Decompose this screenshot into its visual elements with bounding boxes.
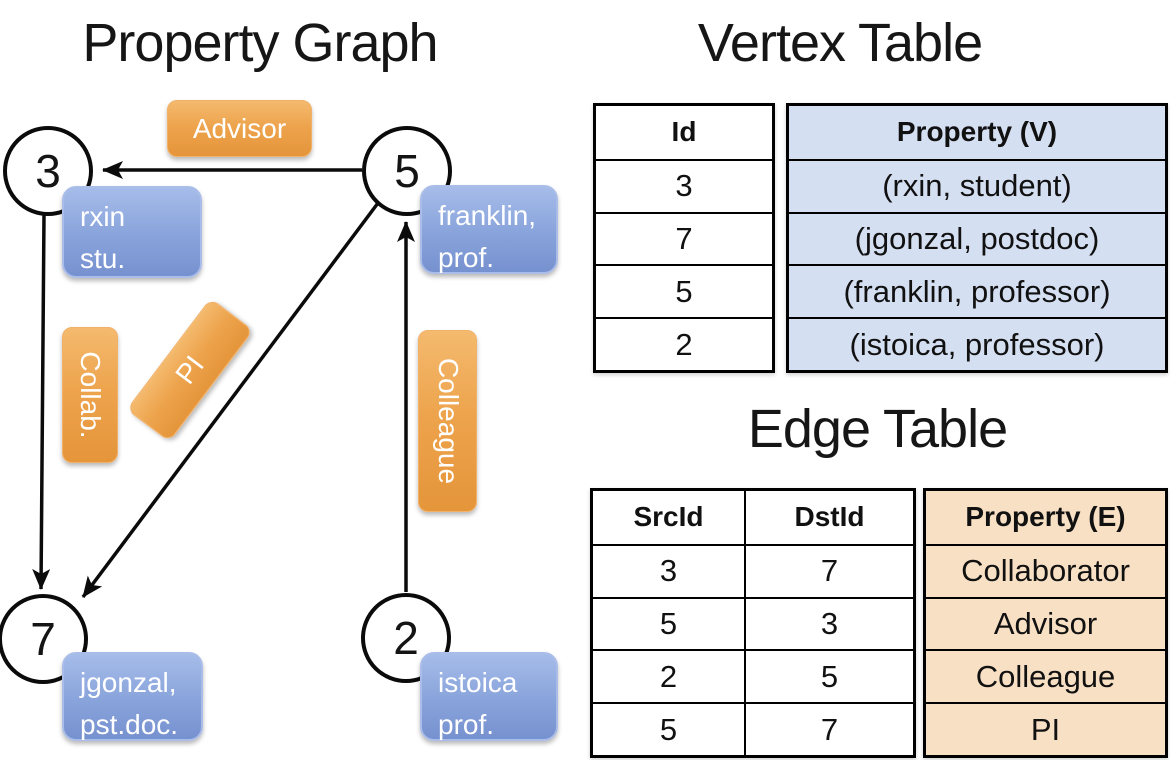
vertex-table-cell: 5 <box>596 264 772 317</box>
edge-table-header-dstid: DstId <box>744 491 913 544</box>
node-id-label: 5 <box>394 145 420 197</box>
vertex-property-box-rxin: rxin stu. <box>62 186 202 278</box>
edge-table-cell: Collaborator <box>926 543 1165 597</box>
edge-collab-3-to-7 <box>32 214 51 590</box>
vertex-table-cell: (franklin, professor) <box>789 264 1165 317</box>
vertex-property-line: rxin <box>80 201 126 232</box>
property-graph-title: Property Graph <box>82 13 438 73</box>
edge-label-text: Colleague <box>432 357 464 485</box>
edge-table-header-srcid: SrcId <box>633 501 704 533</box>
edge-table-cell: 5 <box>593 596 744 650</box>
edge-label-collab: Collab. <box>62 327 118 463</box>
edge-table-cell: 3 <box>593 543 744 597</box>
vertex-property-line: stu. <box>80 243 126 274</box>
vertex-property-line: franklin, <box>438 200 537 231</box>
edge-table-cell: PI <box>926 702 1165 755</box>
edge-table-src-dst-columns: SrcId DstId 3 7 5 3 2 5 5 7 <box>590 488 916 758</box>
vertex-table-header-property: Property (V) <box>896 116 1058 148</box>
graph-edges <box>32 161 415 599</box>
node-id-label: 7 <box>30 613 56 665</box>
edge-table-property-column: Property (E) Collaborator Advisor Collea… <box>923 488 1168 758</box>
edge-table-cell: Advisor <box>926 596 1165 650</box>
vertex-table-cell: (jgonzal, postdoc) <box>789 211 1165 265</box>
vertex-table-cell: 7 <box>596 211 772 265</box>
vertex-property-line: pst.doc. <box>80 709 179 740</box>
edge-label-text: Collab. <box>75 351 106 439</box>
edge-table-cell: 5 <box>744 649 913 703</box>
edge-table-cell: 3 <box>744 596 913 650</box>
node-id-label: 3 <box>35 145 61 197</box>
vertex-table-title: Vertex Table <box>697 13 983 73</box>
vertex-property-line: istoica <box>438 667 518 698</box>
vertex-property-line: prof. <box>438 709 495 740</box>
edge-table-cell: Colleague <box>926 649 1165 702</box>
graph-node-2: 2 <box>361 593 451 683</box>
edge-table-header-property: Property (E) <box>965 501 1126 533</box>
vertex-table-cell: (istoica, professor) <box>789 317 1165 370</box>
edge-label-colleague: Colleague <box>418 330 477 512</box>
vertex-table-property-column: Property (V) (rxin, student) (jgonzal, p… <box>786 103 1168 373</box>
vertex-table-cell: 2 <box>596 317 772 370</box>
vertex-property-line: prof. <box>438 242 495 273</box>
node-id-label: 2 <box>393 612 419 664</box>
vertex-table-cell: (rxin, student) <box>789 158 1165 212</box>
vertex-table-cell: 3 <box>596 158 772 212</box>
vertex-property-box-franklin: franklin, prof. <box>420 185 558 274</box>
edge-label-text: PI <box>169 349 210 390</box>
edge-table-cell: 7 <box>744 702 913 755</box>
vertex-property-box-istoica: istoica prof. <box>420 652 558 741</box>
vertex-property-box-jgonzal: jgonzal, pst.doc. <box>62 652 203 741</box>
edge-table-title: Edge Table <box>747 399 1008 459</box>
edge-table-cell: 2 <box>593 649 744 702</box>
edge-label-text: Advisor <box>192 112 287 144</box>
vertex-table-header-id: Id <box>671 116 697 148</box>
graph-node-5: 5 <box>362 126 452 216</box>
edge-label-advisor: Advisor <box>167 100 312 157</box>
edge-pi-5-to-7 <box>81 201 380 599</box>
vertex-property-line: jgonzal, <box>80 667 177 698</box>
vertex-table-id-column: Id 3 7 5 2 <box>593 103 775 373</box>
edge-table-cell: 5 <box>593 702 744 755</box>
edge-table-cell: 7 <box>744 543 913 597</box>
